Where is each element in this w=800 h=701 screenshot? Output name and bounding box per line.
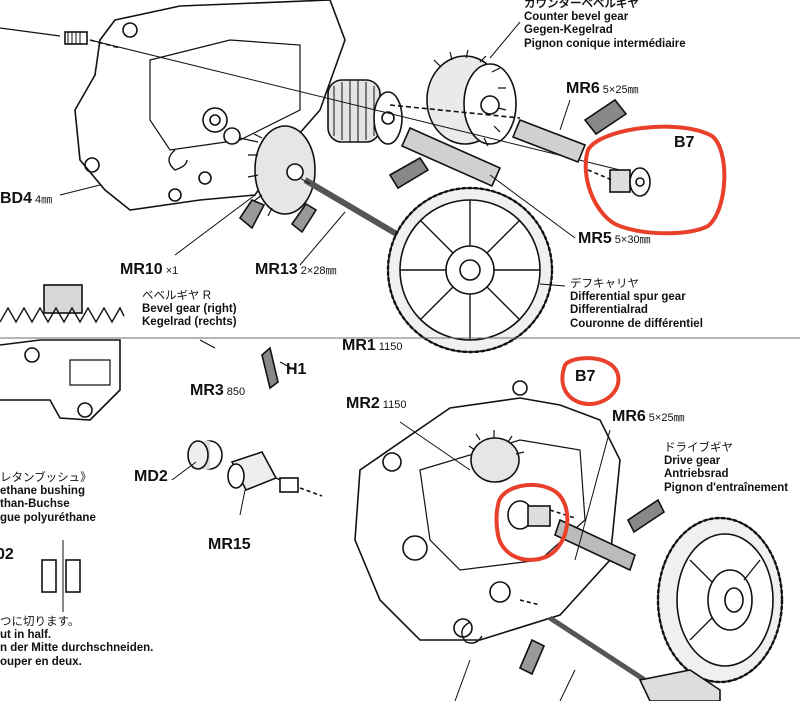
drive-gear-jp: ドライブギヤ [664,442,733,454]
urethane-bushing-en: ethane bushing [0,485,85,498]
top-panel-drawing [0,0,651,354]
bevel-gear-right-jp: ベベルギヤ R [142,290,211,302]
mr5-code: MR5 [578,230,612,247]
urethane-bushing-fr: gue polyuréthane [0,511,96,524]
bevel-gear-right-en: Bevel gear (right) [142,303,237,316]
cut-note-en: ut in half. [0,629,52,642]
bushing-b7-top [587,167,651,197]
shaft-mr6-top [511,118,587,164]
counter-bevel-gear-label: カウンターベベルギヤ Counter bevel gear Gegen-Kege… [524,0,686,51]
mr15-label: MR15 [208,536,251,554]
mr6-top-code: MR6 [566,80,600,97]
mr3-code: MR3 [190,382,224,399]
mr6-bottom-code: MR6 [612,408,646,425]
d2-fragment-label: 02 [0,546,14,564]
bevel-gear-right-de: Kegelrad (rechts) [142,316,237,329]
differential-spur-gear-fr: Couronne de différentiel [570,317,703,330]
highlight-b7-part-bottom [494,482,570,562]
highlight-b7-label-bottom [560,356,621,407]
bevel-gear-right [223,125,316,217]
urethane-bushing-jp: レタンブッシュ》 [0,472,92,484]
bd4-code: BD4 [0,190,33,207]
b7-bottom-code: B7 [575,368,596,385]
mr5-size: 5×30㎜ [614,234,651,246]
counter-bevel-gear-en: Counter bevel gear [524,11,629,24]
gearbox-housing-top [74,0,346,211]
md2-code: MD2 [134,468,168,485]
drive-gear-de: Antriebsrad [664,468,729,481]
mr6-bottom-size: 5×25㎜ [648,412,685,424]
bushing-md2 [187,440,223,470]
drive-gear-en: Drive gear [664,455,721,468]
mr15-code: MR15 [208,536,251,553]
mr1-code: MR1 [342,337,376,354]
urethane-bushing-label: レタンブッシュ》 ethane bushing than-Buchse gue … [0,472,96,525]
mr10-qty: ×1 [165,265,179,277]
drive-gear [656,516,784,684]
mr13-size: 2×28㎜ [300,265,337,277]
drive-gear-label: ドライブギヤ Drive gear Antriebsrad Pignon d'e… [664,442,788,495]
cut-note-fr: ouper en deux. [0,655,82,668]
shaft-mr5-top [400,126,502,188]
counter-bevel-gear [426,49,517,147]
mr2-qty: 1150 [382,399,407,411]
differential-spur-gear-de: Differentialrad [570,304,648,317]
cut-note-de: n der Mitte durchschneiden. [0,642,154,655]
counter-bevel-gear-jp: カウンターベベルギヤ [524,0,639,10]
shaft-mr6-bottom [554,518,636,572]
mr10-label: MR10×1 [120,261,178,279]
highlight-b7-top [583,124,727,236]
mr1-qty: 1150 [378,341,403,353]
d2-fragment-code: 02 [0,546,14,563]
urethane-bushing-de: than-Buchse [0,498,70,511]
cut-note-label: つに切ります。 ut in half. n der Mitte durchsch… [0,616,153,669]
pinion-gear-top [327,79,403,145]
differential-spur-gear [386,186,554,354]
h1-code: H1 [286,361,307,378]
differential-spur-gear-label: デフキャリヤ Differential spur gear Differenti… [570,278,703,336]
differential-spur-gear-en: Differential spur gear [570,291,686,304]
cut-note-jp: つに切ります。 [0,616,80,628]
bd4-size: 4㎜ [35,194,53,206]
mr2-code: MR2 [346,395,380,412]
b7-top-label: B7 [674,134,694,152]
differential-spur-gear-jp: デフキャリヤ [570,278,639,290]
mr6-top-size: 5×25㎜ [602,84,639,96]
bevel-gear-right-label: ベベルギヤ R Bevel gear (right) Kegelrad (rec… [142,290,237,334]
coupler-mr15 [227,451,323,497]
bottom-panel-drawing [0,339,784,701]
h1-label: H1 [286,361,306,379]
b7-bottom-label: B7 [575,368,595,386]
counter-bevel-gear-fr: Pignon conique intermédiaire [524,37,686,50]
drive-gear-fr: Pignon d'entraînement [664,481,789,494]
mr3-qty: 850 [226,386,246,398]
counter-bevel-gear-de: Gegen-Kegelrad [524,24,613,37]
b7-top-code: B7 [674,134,695,151]
mr13-code: MR13 [255,261,298,278]
gearbox-housing-bottom [354,397,621,641]
md2-label: MD2 [134,468,168,486]
mr10-code: MR10 [120,261,163,278]
bushing-b7-bottom [507,500,576,530]
